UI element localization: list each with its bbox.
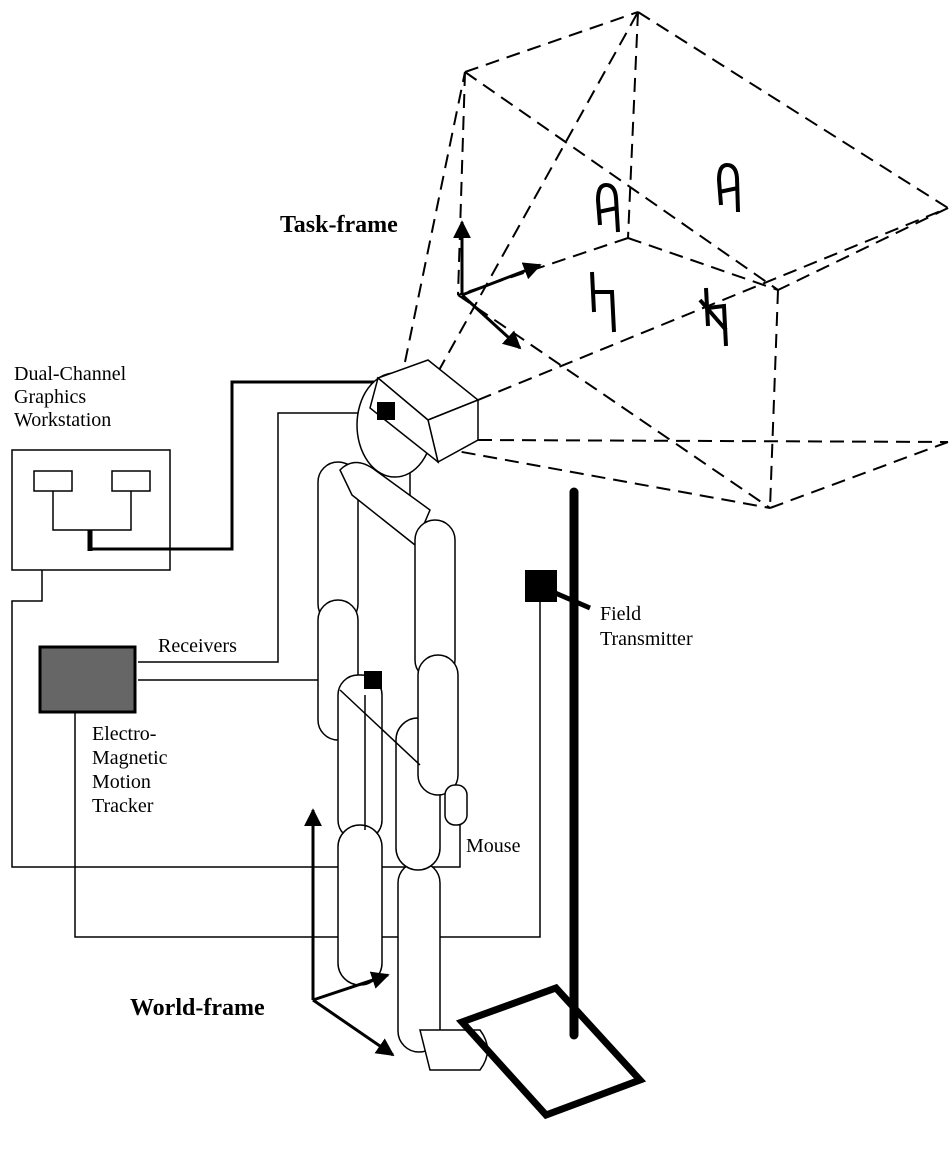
task-frame-label: Task-frame: [280, 212, 398, 238]
motion-tracker: [38, 645, 137, 714]
world-frame-axes: [304, 808, 395, 1057]
field-transmitter-label-line2: Transmitter: [600, 628, 693, 650]
field-transmitter-stand: [455, 487, 647, 1120]
receivers-label: Receivers: [158, 635, 237, 657]
head-receiver: [377, 402, 395, 420]
tracker-label-line4: Tracker: [92, 795, 154, 817]
graphics-workstation: [11, 449, 171, 571]
task-frame-axes: [453, 220, 542, 350]
tracker-label-line2: Magnetic: [92, 747, 168, 769]
world-frame-label: World-frame: [130, 995, 265, 1021]
field-transmitter-label-line1: Field: [600, 603, 641, 625]
virtual-objects: [590, 162, 740, 347]
tracker-label-line1: Electro-: [92, 723, 156, 745]
tracker-label-line3: Motion: [92, 771, 151, 793]
workstation-label-line2: Graphics: [14, 386, 86, 408]
workstation-label-line3: Workstation: [14, 409, 111, 431]
body-detail-lines: [339, 689, 421, 830]
head-mounted-display: [369, 359, 480, 464]
mouse-label: Mouse: [466, 835, 521, 857]
sensor-cables: [11, 412, 541, 938]
virtual-task-volume: [404, 11, 949, 509]
body-receiver: [364, 671, 382, 689]
video-cable: [90, 380, 388, 551]
human-figure: [317, 372, 489, 1071]
workstation-label-line1: Dual-Channel: [14, 363, 127, 385]
